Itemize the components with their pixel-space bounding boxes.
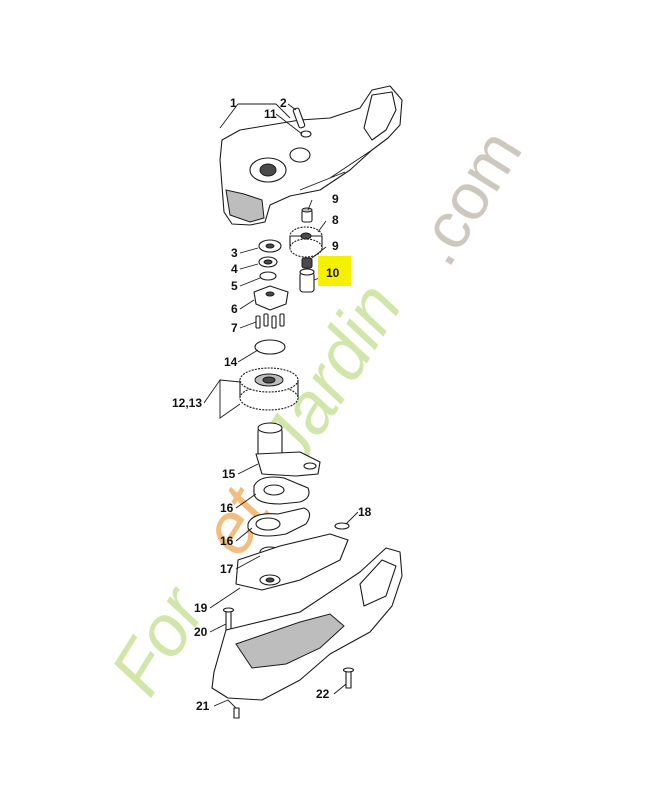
callout-3[interactable]: 3	[231, 246, 238, 260]
callout-21[interactable]: 21	[196, 699, 210, 713]
part-14-o-ring	[254, 339, 286, 355]
callout-11[interactable]: 11	[264, 107, 277, 121]
part-7-needle-rollers	[255, 313, 285, 329]
part-20-screw	[222, 607, 235, 631]
part-5-circlip	[259, 271, 277, 281]
part-8-gear	[289, 226, 323, 258]
watermark-brand-suffix: .com	[397, 117, 536, 278]
callout-16-lower[interactable]: 16	[220, 534, 234, 548]
part-21-lower-housing	[211, 547, 403, 701]
callout-19[interactable]: 19	[194, 601, 208, 615]
part-4-bearing	[258, 256, 278, 268]
part-9-bushing-upper	[301, 207, 313, 223]
part-21-pin	[233, 707, 240, 719]
callout-4[interactable]: 4	[231, 262, 238, 276]
part-10-shaft	[299, 268, 315, 293]
part-9-bushing-lower	[301, 257, 313, 269]
callout-10-highlight	[318, 256, 351, 286]
part-11-ring	[300, 130, 312, 138]
part-6-clutch	[253, 285, 289, 311]
callout-1[interactable]: 1	[230, 96, 237, 110]
callout-14[interactable]: 14	[224, 355, 238, 369]
part-15-crank	[255, 422, 321, 477]
part-12-13-large-gear	[239, 367, 299, 411]
callout-22[interactable]: 22	[316, 687, 330, 701]
callout-8[interactable]: 8	[332, 213, 339, 227]
callout-10[interactable]: 10	[326, 266, 340, 280]
part-18-washer	[334, 522, 350, 530]
leader-lines	[203, 103, 359, 709]
callout-5[interactable]: 5	[231, 279, 238, 293]
watermark-brand-left: For	[96, 572, 223, 709]
part-16-rod-upper	[253, 476, 310, 505]
callout-20[interactable]: 20	[194, 625, 208, 639]
callout-18[interactable]: 18	[358, 505, 372, 519]
part-3-washer	[258, 239, 282, 253]
part-22-screw	[342, 667, 355, 689]
callout-7[interactable]: 7	[231, 321, 238, 335]
part-1-upper-housing	[219, 85, 403, 226]
callout-16-upper[interactable]: 16	[220, 501, 234, 515]
part-2-pin	[292, 107, 306, 129]
callout-6[interactable]: 6	[231, 302, 238, 316]
callout-12-13[interactable]: 12,13	[172, 396, 202, 410]
callout-9-lower[interactable]: 9	[332, 239, 339, 253]
callout-15[interactable]: 15	[222, 467, 236, 481]
part-16-rod-lower	[247, 507, 311, 537]
callout-labels: 1 2 11 9 8 9 10 3 4 5 6 7 14 12,13 15 16…	[172, 96, 372, 713]
part-19-gasket	[235, 533, 349, 591]
callout-9-upper[interactable]: 9	[332, 192, 339, 206]
callout-2[interactable]: 2	[280, 96, 287, 110]
callout-17[interactable]: 17	[220, 562, 234, 576]
